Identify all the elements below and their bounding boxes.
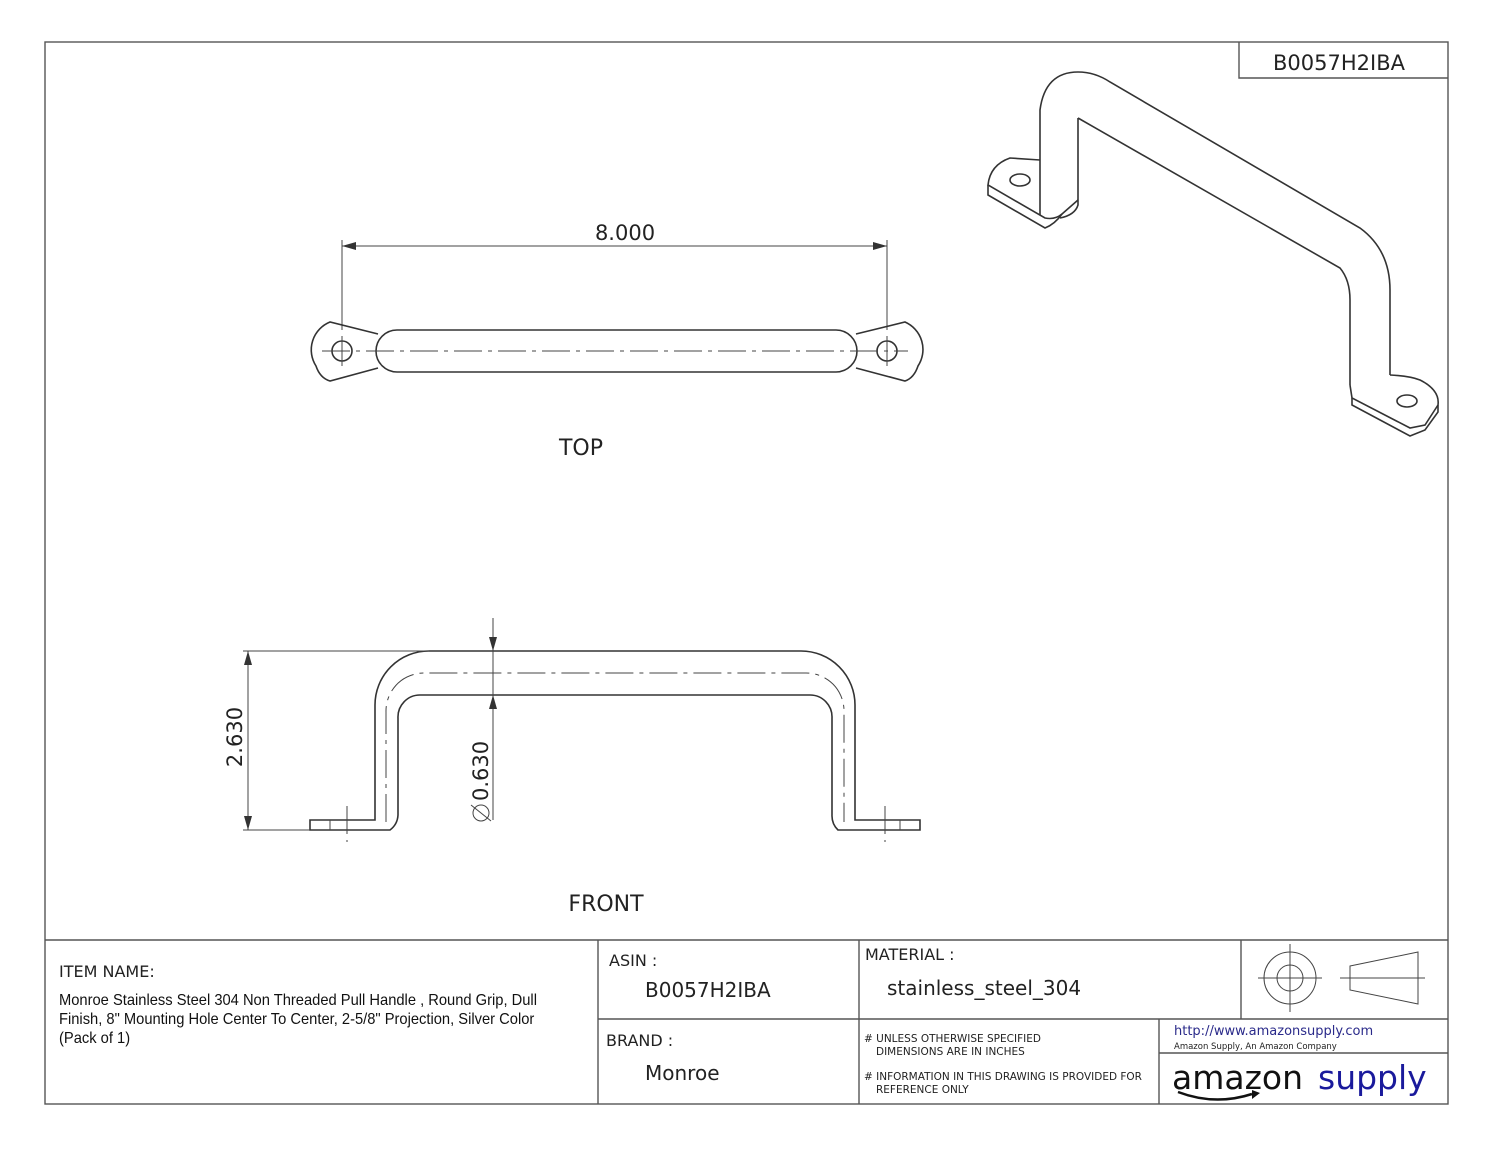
top-view: 8.000 TOP: [310, 221, 924, 461]
item-name-line: (Pack of 1): [59, 1029, 130, 1047]
note-line: # INFORMATION IN THIS DRAWING IS PROVIDE…: [864, 1071, 1142, 1083]
item-name-line: Monroe Stainless Steel 304 Non Threaded …: [59, 991, 537, 1009]
note-line: REFERENCE ONLY: [876, 1084, 969, 1096]
svg-text:0.630: 0.630: [469, 741, 493, 801]
isometric-view: [987, 71, 1439, 437]
asin-label: ASIN :: [609, 951, 657, 970]
asin-header-box: B0057H2IBA: [1238, 42, 1448, 79]
top-view-label: TOP: [558, 436, 603, 461]
item-name-label: ITEM NAME:: [59, 962, 155, 981]
material-label: MATERIAL :: [865, 945, 955, 964]
svg-text:supply: supply: [1318, 1058, 1427, 1097]
note-line: # UNLESS OTHERWISE SPECIFIED: [864, 1033, 1041, 1045]
brand-label: BRAND :: [606, 1031, 673, 1050]
title-block: ITEM NAME: Monroe Stainless Steel 304 No…: [45, 939, 1448, 1104]
asin-header: B0057H2IBA: [1273, 51, 1406, 75]
dimension-height: 2.630: [223, 707, 247, 767]
website-link[interactable]: http://www.amazonsupply.com: [1174, 1024, 1373, 1039]
company-text: Amazon Supply, An Amazon Company: [1174, 1042, 1337, 1052]
material-value: stainless_steel_304: [887, 976, 1081, 1000]
dimension-diameter: 0.630: [469, 741, 493, 822]
note-line: DIMENSIONS ARE IN INCHES: [876, 1046, 1025, 1058]
amazon-supply-logo: amazon supply: [1172, 1058, 1427, 1101]
asin-value: B0057H2IBA: [645, 978, 771, 1002]
dimension-length: 8.000: [595, 221, 655, 245]
projection-symbol-icon: [1258, 944, 1425, 1012]
front-view-label: FRONT: [568, 892, 644, 917]
brand-value: Monroe: [645, 1061, 720, 1085]
front-view: 2.630 0.630 FRONT: [223, 618, 921, 917]
svg-text:amazon: amazon: [1172, 1058, 1303, 1097]
item-name-line: Finish, 8" Mounting Hole Center To Cente…: [59, 1010, 534, 1028]
drawing-border: [44, 41, 1449, 1105]
